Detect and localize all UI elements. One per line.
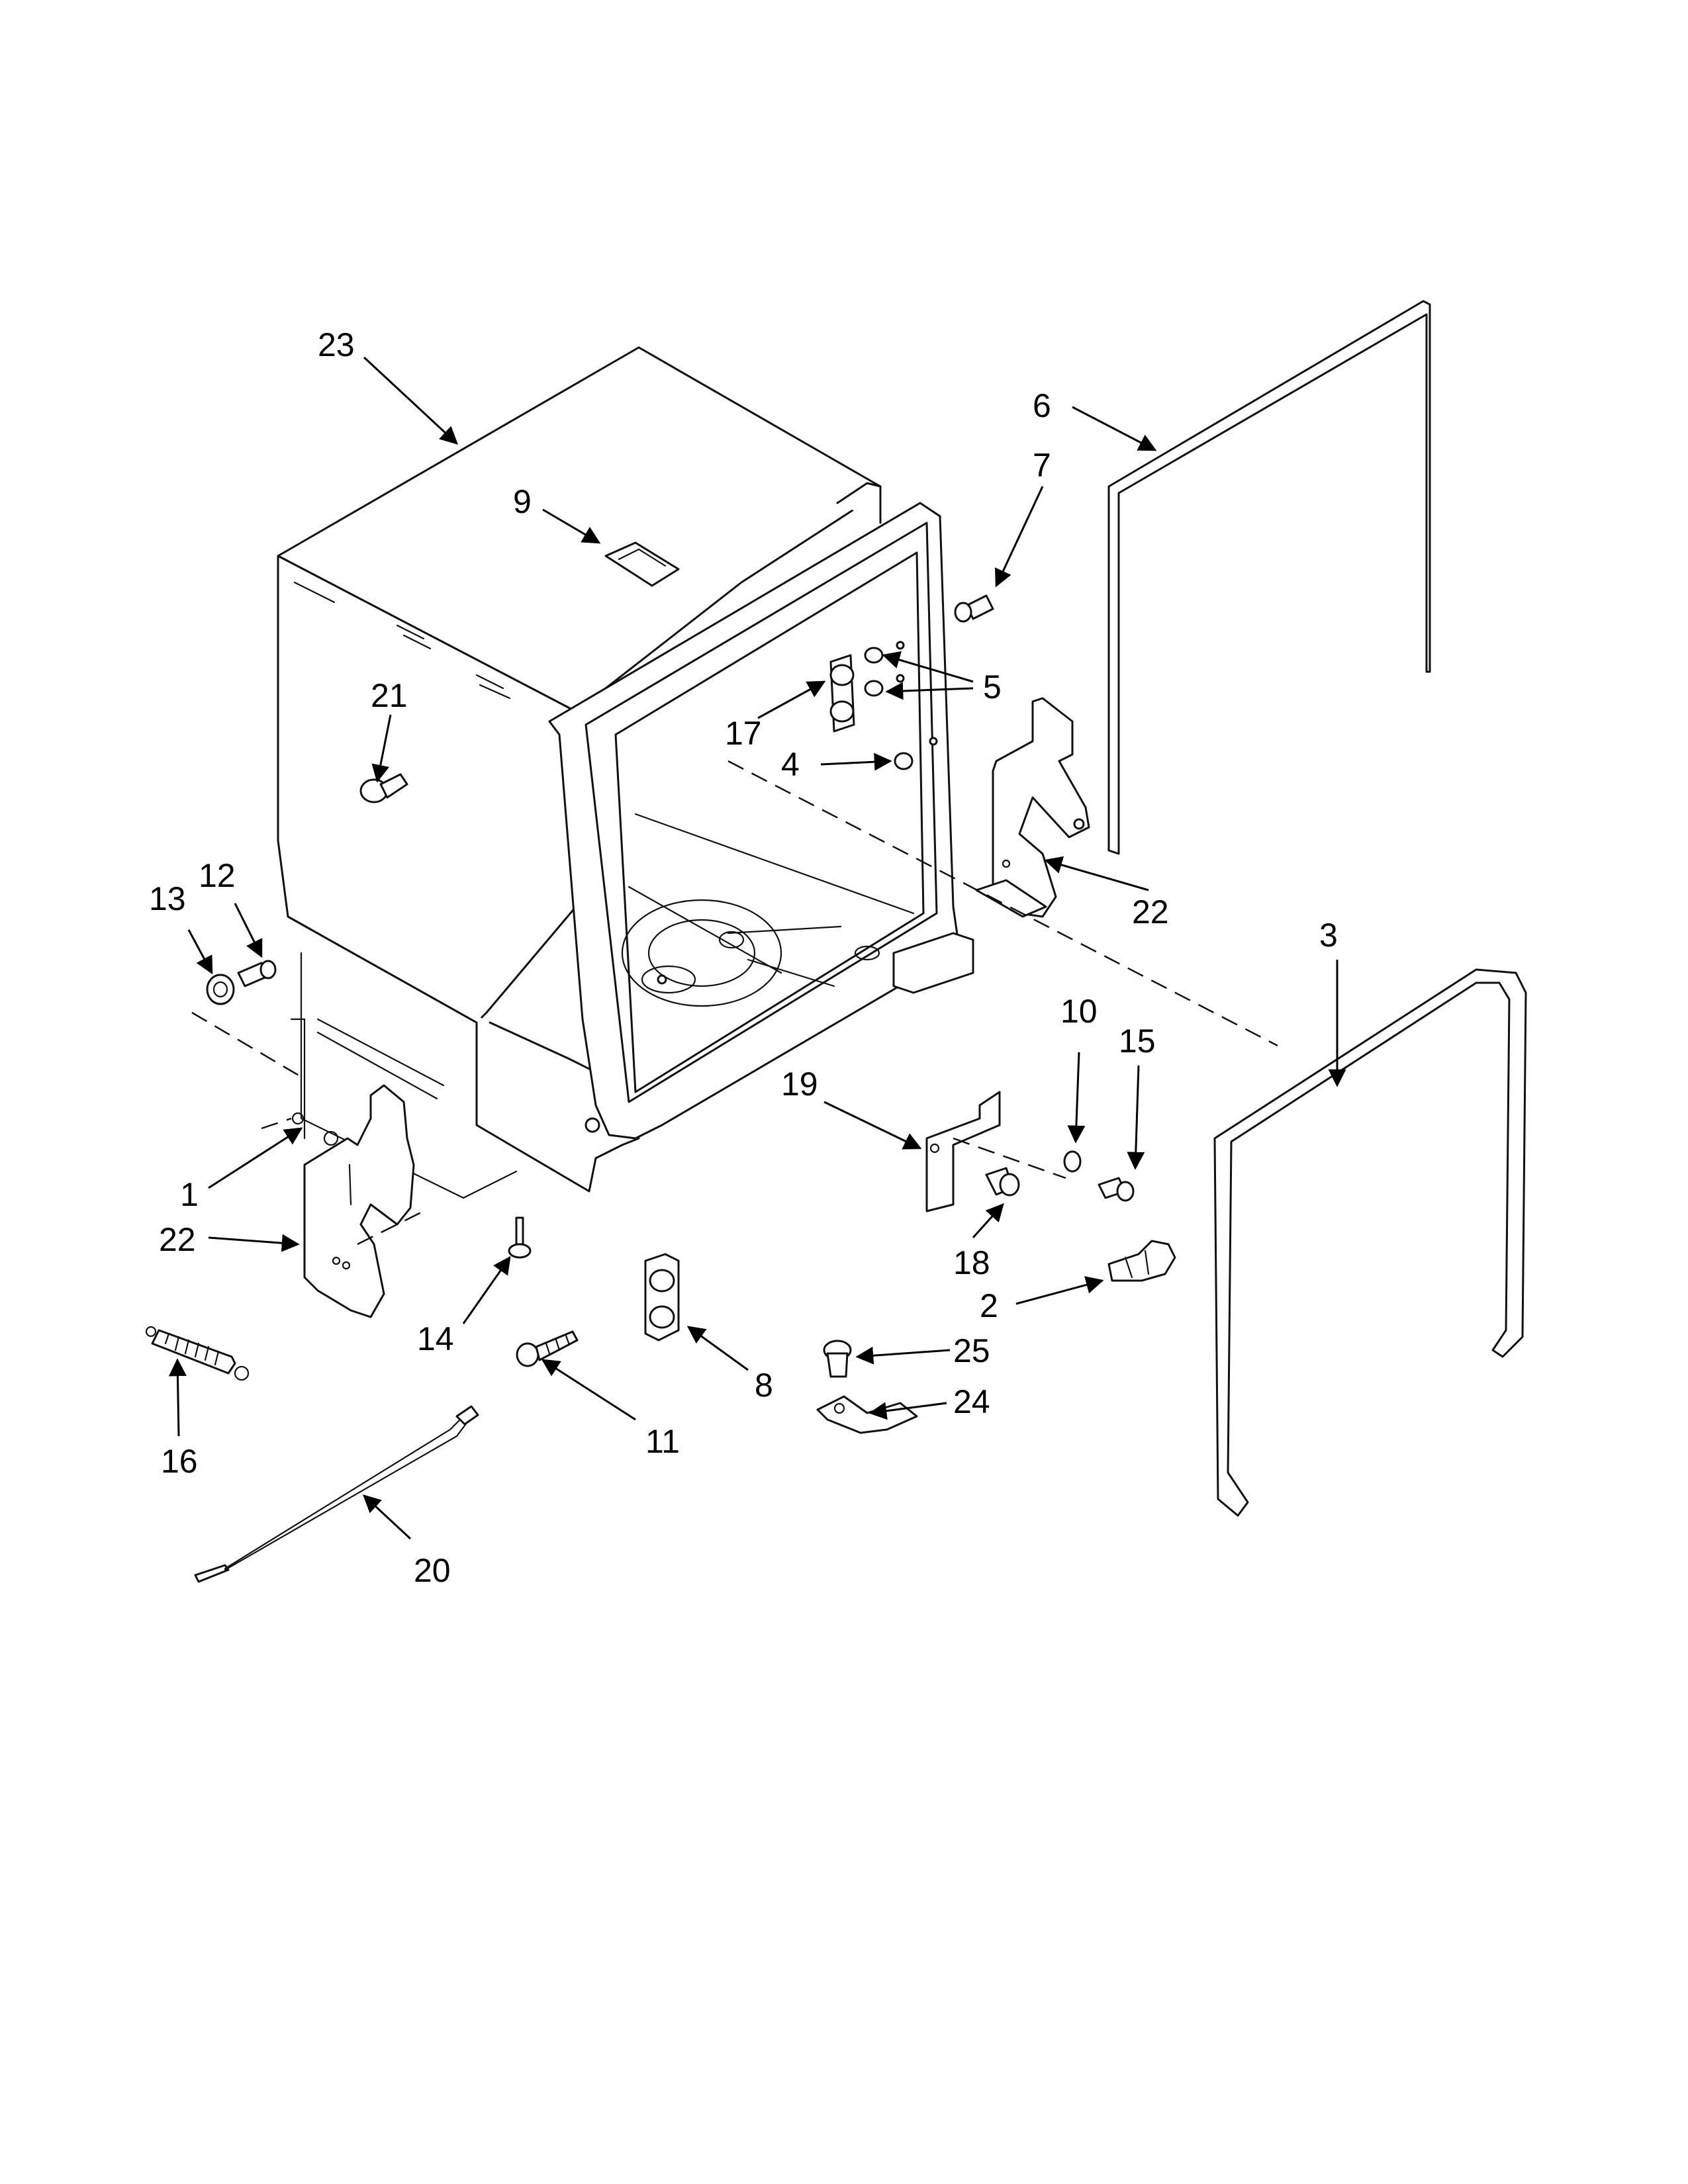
callout-6: 6 [1033,387,1051,424]
part-13-nut [206,974,235,1005]
part-14-foot [508,1216,532,1259]
callout-13: 13 [149,880,186,917]
callout-labels: 23 9 6 7 5 17 4 21 22 12 13 3 10 15 19 1… [149,326,1338,1589]
callout-22-right: 22 [1132,893,1169,931]
part-1-frame [290,1018,339,1146]
leader-lines [168,356,1346,1540]
callout-11: 11 [645,1423,680,1460]
part-17-bracket [829,654,855,733]
callout-10: 10 [1060,993,1098,1030]
align-line-left-2 [261,1117,292,1130]
callout-7: 7 [1033,447,1051,484]
part-22-left-bracket [303,1084,415,1318]
callout-16: 16 [161,1443,198,1480]
callout-1: 1 [180,1176,199,1213]
callout-19: 19 [781,1066,818,1103]
part-18-screw [985,1167,1020,1197]
part-2-latch [1107,1240,1176,1282]
callout-8: 8 [755,1367,773,1404]
part-25-thermostat [823,1340,852,1378]
part-12-screw [237,960,277,987]
part-20-harness [194,1405,479,1583]
callout-18: 18 [953,1244,990,1281]
callout-15: 15 [1119,1023,1156,1060]
callout-14: 14 [417,1320,454,1357]
part-21-plug [359,773,408,803]
callout-3: 3 [1319,917,1338,954]
part-19-bracket [925,1091,1001,1212]
callout-9: 9 [513,483,532,520]
callout-17: 17 [725,715,762,752]
callout-24: 24 [953,1383,990,1420]
align-line-left [191,1011,305,1080]
callout-23: 23 [318,326,355,363]
part-5-washers [864,641,905,697]
callout-25: 25 [953,1332,990,1369]
part-11-screw [516,1330,579,1367]
part-4-clip [894,737,938,770]
part-15-screw [1098,1177,1135,1202]
callout-4: 4 [781,746,800,783]
part-6-gasket [1107,300,1431,855]
align-line-right [727,760,1278,1047]
part-8-roller [644,1253,680,1342]
callout-12: 12 [199,857,236,894]
part-22-right-bracket [975,697,1090,918]
align-line-19 [953,1137,1066,1179]
part-16-spring [145,1326,250,1381]
part-9-vent [604,541,680,587]
part-10-washer [1063,1150,1082,1173]
callout-5: 5 [983,668,1002,705]
callout-20: 20 [414,1552,451,1589]
callout-2: 2 [980,1287,998,1324]
part-7-screw [954,594,994,623]
part-3-door-gasket [1213,968,1527,1517]
callout-22-left: 22 [159,1221,196,1258]
tub-assembly [277,346,974,1199]
align-line-left-hinge [357,1210,424,1246]
callout-21: 21 [371,677,408,714]
part-24-bracket [816,1395,918,1434]
